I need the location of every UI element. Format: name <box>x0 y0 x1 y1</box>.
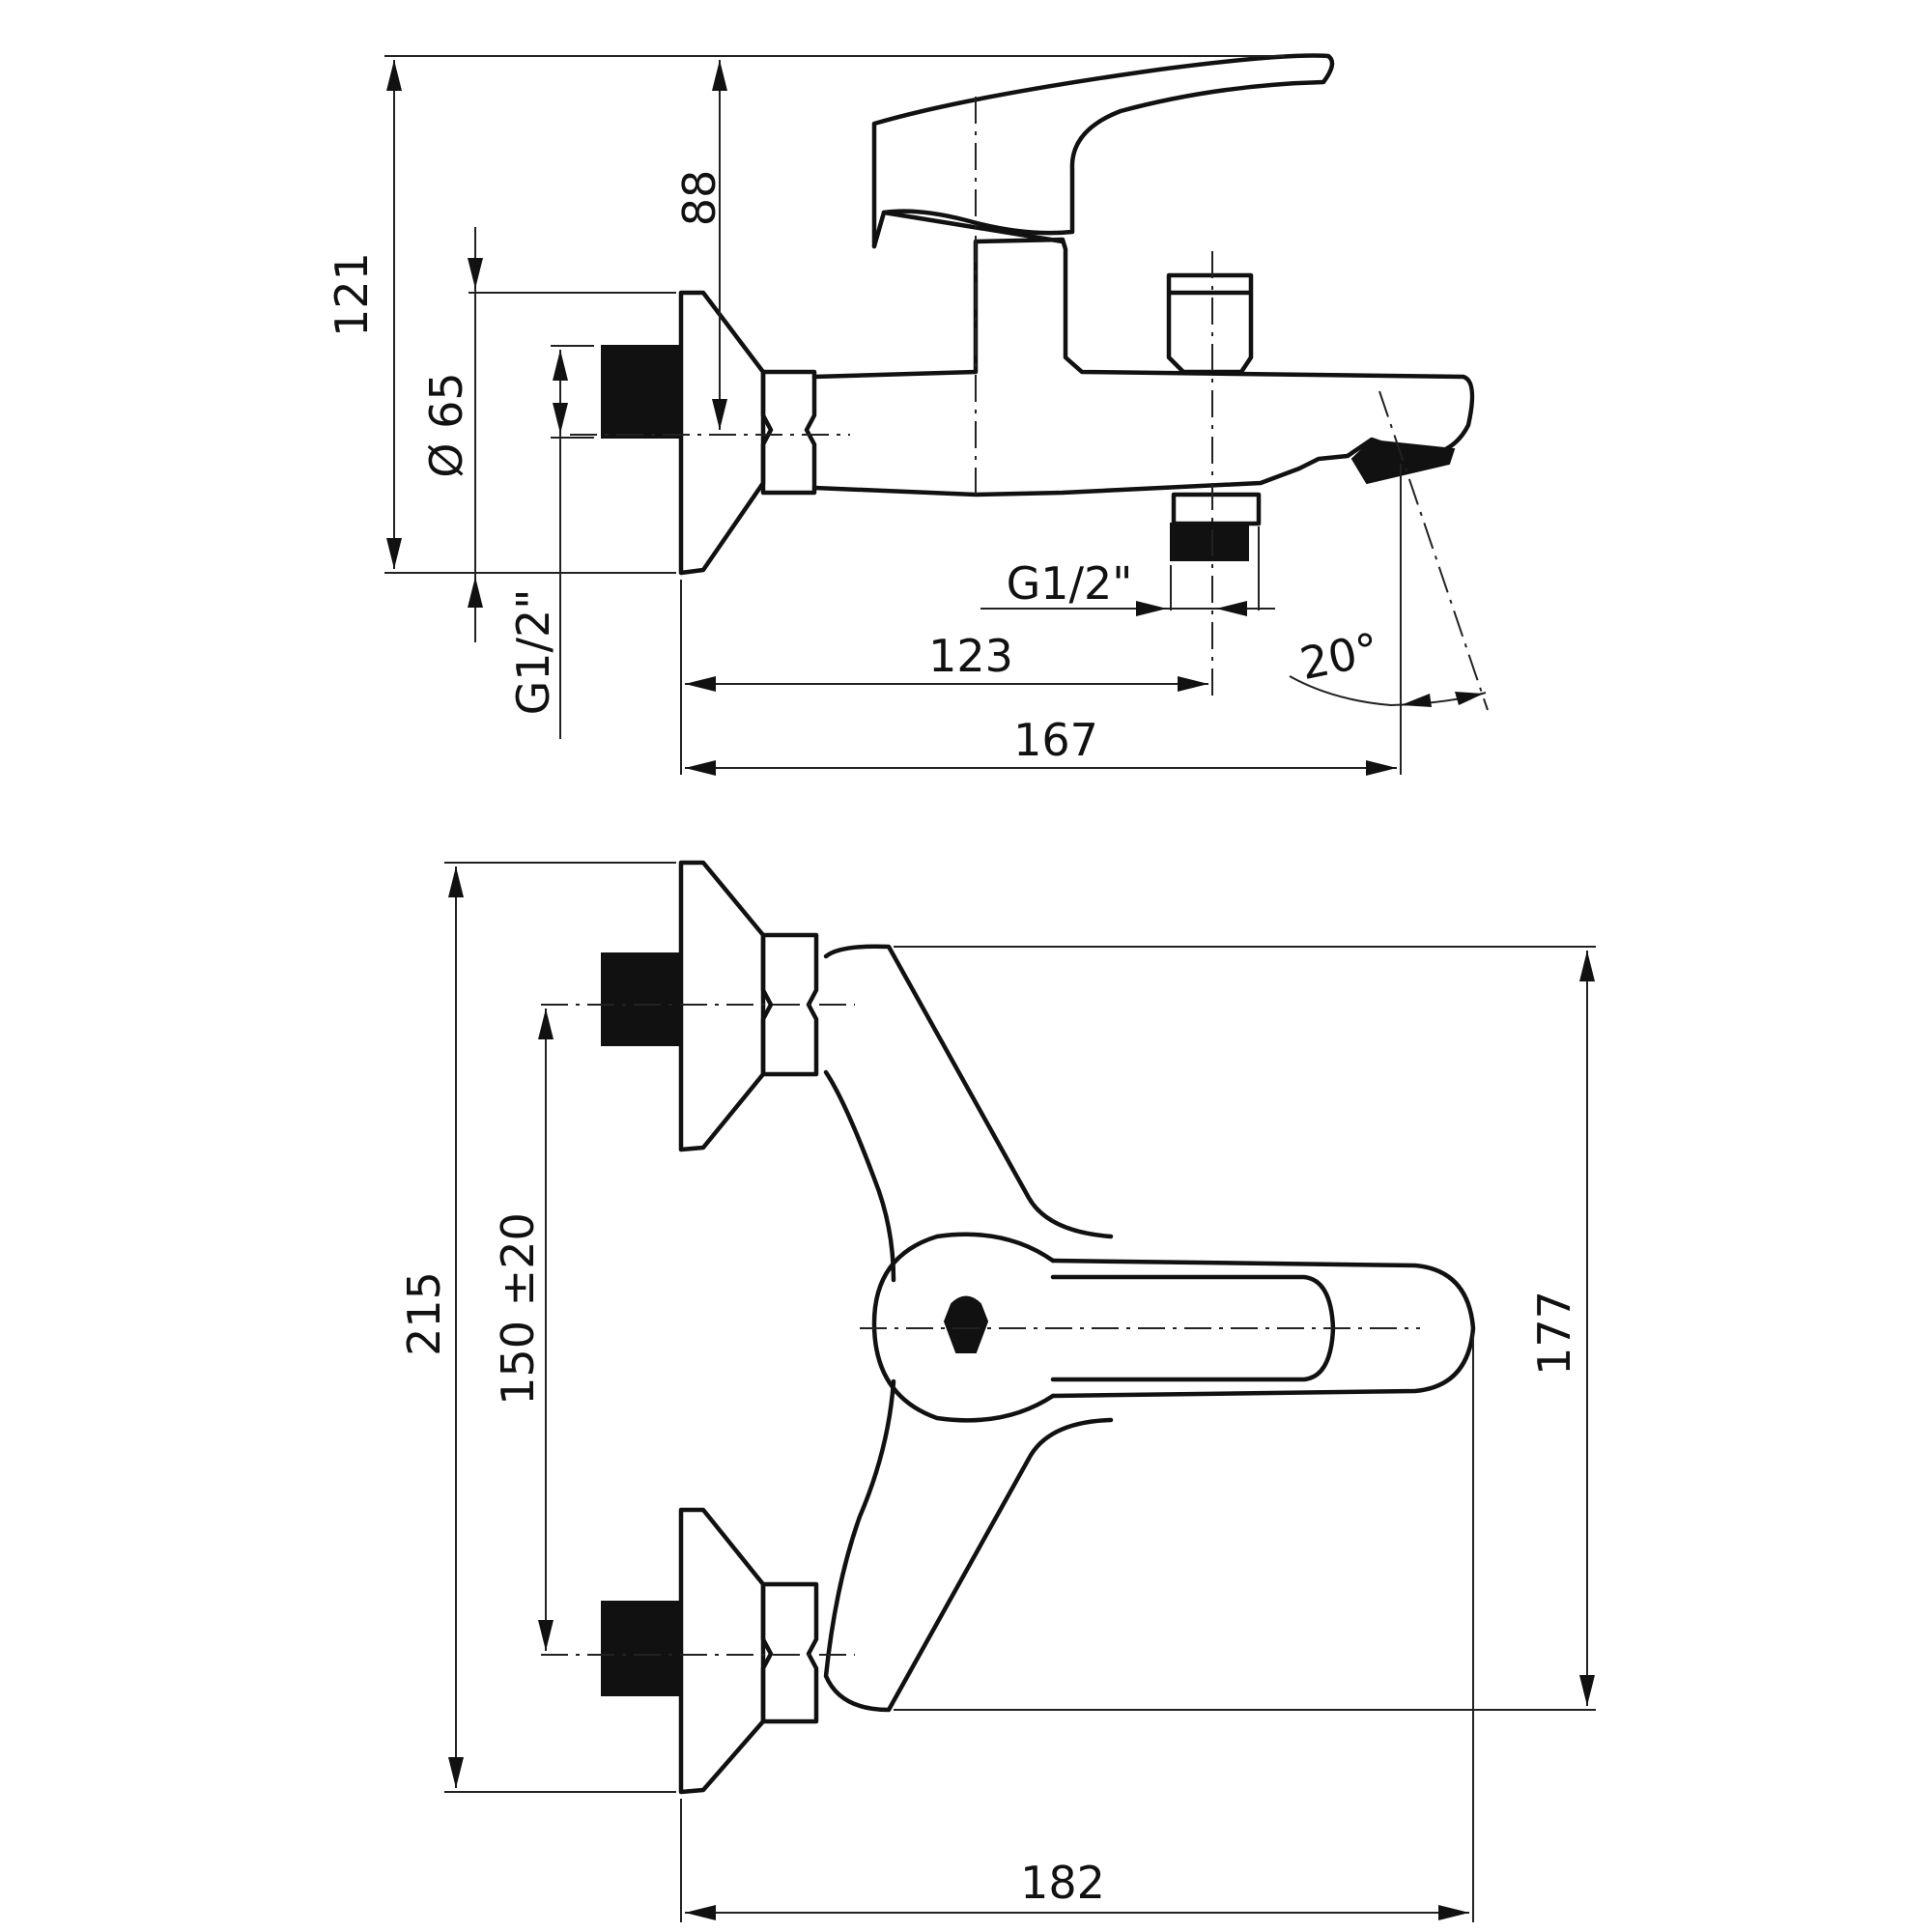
wall-flange-side <box>678 290 766 576</box>
arrow <box>712 60 727 91</box>
dim-flange-diameter: Ø 65 <box>420 372 472 477</box>
mixer-body-top <box>823 944 1114 1713</box>
mixer-body-side <box>811 237 1475 497</box>
arrow <box>386 538 402 569</box>
arrow <box>538 1620 554 1651</box>
inlet-thread-side <box>601 345 682 439</box>
diverter-knob <box>1166 272 1254 375</box>
spout-axis-side <box>1378 390 1489 711</box>
inlet-thread-top-lower <box>601 1601 682 1696</box>
arrow <box>1438 1905 1469 1920</box>
arrow <box>538 1009 554 1039</box>
inlet-thread-top-upper <box>601 952 682 1046</box>
brand-emblem <box>943 1295 989 1353</box>
side-view: 121 88 Ø 65 G1/2" G1/2" 123 167 20° <box>326 53 1489 776</box>
lower-outlet-body <box>1171 492 1262 526</box>
top-view: 215 150 ±20 177 182 <box>398 860 1596 1922</box>
arrow <box>553 403 568 434</box>
lever-hub-top <box>871 1232 1056 1423</box>
hex-nut-top-lower <box>760 1581 819 1724</box>
arrow <box>448 867 464 897</box>
arrow <box>1216 601 1247 616</box>
arrow <box>386 60 402 91</box>
arrow <box>1366 760 1397 776</box>
arrow <box>468 577 483 608</box>
lower-outlet-thread <box>1170 523 1249 561</box>
lever-handle-side <box>871 53 1335 249</box>
arrow <box>1579 951 1595 981</box>
hex-nut-top-upper <box>760 932 819 1077</box>
arrow <box>1579 1675 1595 1706</box>
wall-flange-top-upper <box>678 860 766 1152</box>
hex-nut-side <box>760 369 817 496</box>
dim-inlet-thread: G1/2" <box>507 589 559 716</box>
spout-aerator <box>1350 439 1456 485</box>
arrow <box>685 676 716 692</box>
dim-lever-height: 88 <box>673 170 725 227</box>
dim-spout-angle: 20° <box>1295 622 1383 690</box>
dim-total-length: 215 <box>398 1271 450 1356</box>
arrow <box>1178 676 1208 692</box>
arrow <box>685 1905 716 1920</box>
arrow <box>1136 601 1167 616</box>
lever-handle-top <box>1050 1258 1476 1399</box>
arrow <box>448 1757 464 1788</box>
dim-outlet-thread: G1/2" <box>1007 557 1133 610</box>
wall-flange-top-lower <box>678 1507 766 1795</box>
dim-total-depth: 182 <box>1020 1857 1105 1909</box>
arrow <box>553 350 568 381</box>
dim-outlet-offset: 123 <box>928 630 1013 682</box>
dim-body-length: 177 <box>1528 1291 1580 1376</box>
arrow <box>468 258 483 289</box>
arrow <box>685 760 716 776</box>
dim-total-height: 121 <box>326 252 378 337</box>
dim-spout-reach: 167 <box>1013 714 1098 766</box>
arrow <box>1455 692 1484 705</box>
arrow <box>712 399 727 430</box>
dim-inlet-spacing: 150 ±20 <box>492 1212 544 1406</box>
arrow <box>1401 694 1432 707</box>
